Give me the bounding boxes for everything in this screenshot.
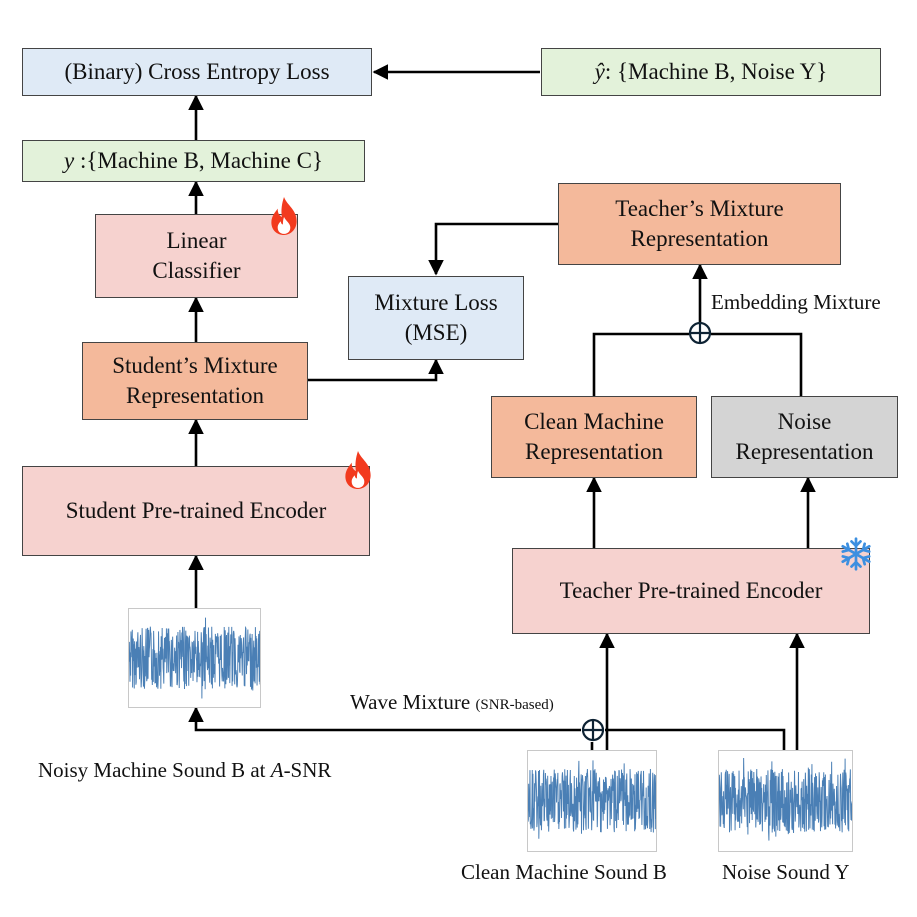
- waveform-plot: [719, 758, 852, 841]
- linear-classifier-box: Linear Classifier: [95, 214, 298, 298]
- teacher-encoder-label: Teacher Pre-trained Encoder: [559, 578, 823, 604]
- snowflake-icon: [841, 537, 871, 571]
- teacher-mixture-representation-box: Teacher’s Mixture Representation: [558, 183, 841, 265]
- student-mixture-representation-box: Student’s Mixture Representation: [82, 342, 308, 420]
- wave-mixture-text: Wave Mixture: [350, 690, 471, 714]
- mixture-loss-box: Mixture Loss (MSE): [348, 276, 524, 360]
- edge-noise-rep-to-embedding-mix: [711, 332, 803, 396]
- mixture-loss-line-2: (MSE): [404, 320, 468, 345]
- noise-representation-box: Noise Representation: [711, 396, 898, 478]
- y-hat-box: ŷ: {Machine B, Noise Y}: [541, 48, 881, 96]
- noise-sound-caption: Noise Sound Y: [722, 860, 850, 884]
- clean-machine-waveform: [527, 750, 657, 852]
- clean-machine-rep-line-1: Clean Machine: [524, 409, 664, 435]
- y-box: y :{Machine B, Machine C}: [22, 140, 365, 182]
- linear-classifier-line-2: Classifier: [152, 258, 241, 283]
- edge-clean-rep-to-embedding-mix: [592, 332, 689, 396]
- noise-rep-line-2: Representation: [735, 439, 874, 464]
- noise-rep-line-1: Noise: [777, 409, 832, 435]
- teacher-mix-rep-line-2: Representation: [630, 226, 769, 251]
- clean-machine-rep-line-2: Representation: [525, 439, 663, 464]
- clean-sound-caption: Clean Machine Sound B: [461, 860, 667, 884]
- noisy-sound-caption: Noisy Machine Sound B at A-SNR: [38, 758, 332, 782]
- student-mix-rep-line-1: Student’s Mixture: [112, 353, 278, 379]
- teacher-mix-rep-line-1: Teacher’s Mixture: [615, 196, 784, 222]
- noise-waveform: [718, 750, 853, 852]
- waveform-plot: [528, 760, 656, 839]
- student-mix-rep-line-2: Representation: [126, 383, 264, 408]
- bce-loss-label: (Binary) Cross Entropy Loss: [64, 59, 330, 85]
- wave-mixture-label: Wave Mixture (SNR-based): [350, 690, 554, 715]
- edge-teacher-rep-to-mixture-loss: [428, 222, 558, 276]
- student-encoder-label: Student Pre-trained Encoder: [65, 498, 327, 524]
- bce-loss-box: (Binary) Cross Entropy Loss: [22, 48, 372, 96]
- clean-machine-representation-box: Clean Machine Representation: [491, 396, 697, 478]
- student-encoder-box: Student Pre-trained Encoder: [22, 466, 370, 556]
- circle-plus-icon: [688, 321, 712, 345]
- y-label: y :{Machine B, Machine C}: [63, 148, 324, 174]
- edge-wave-mix-to-noisy-wave: [188, 706, 581, 732]
- embedding-mixture-label: Embedding Mixture: [711, 290, 881, 314]
- circle-plus-icon: [581, 718, 605, 742]
- y-hat-label: ŷ: {Machine B, Noise Y}: [594, 59, 828, 85]
- linear-classifier-line-1: Linear: [166, 228, 227, 254]
- edge-student-rep-to-mixture-loss: [308, 358, 444, 382]
- edge-noise-sound-to-wave-mix: [605, 728, 786, 750]
- mixture-loss-line-1: Mixture Loss: [374, 290, 498, 316]
- flame-icon: [345, 451, 371, 489]
- waveform-plot: [129, 617, 260, 699]
- wave-mixture-note: (SNR-based): [475, 697, 554, 713]
- noisy-machine-waveform: [128, 608, 261, 708]
- teacher-encoder-box: Teacher Pre-trained Encoder: [512, 548, 870, 634]
- flame-icon: [271, 197, 297, 235]
